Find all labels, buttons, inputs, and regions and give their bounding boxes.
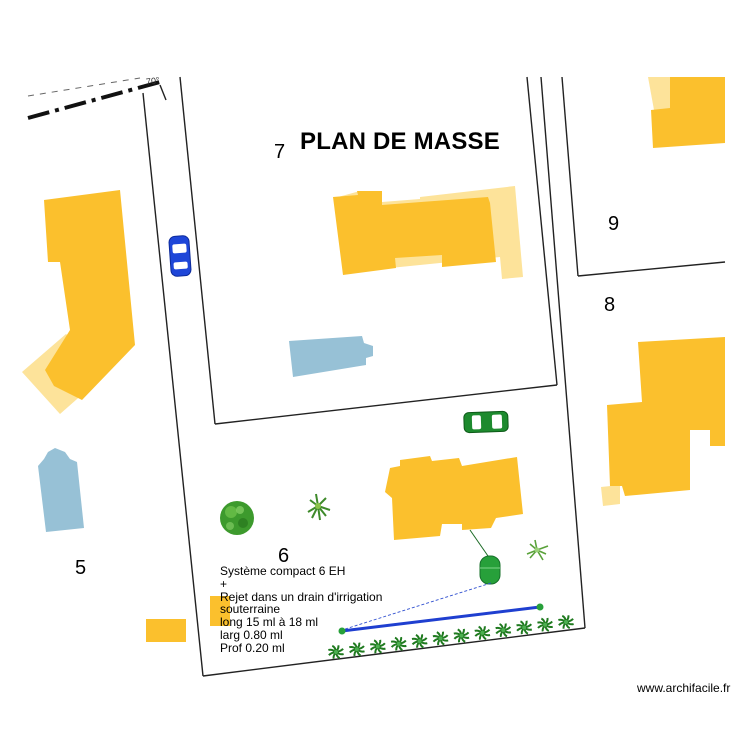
pool-lot-7: [289, 336, 373, 377]
shrub-1: [307, 493, 331, 521]
note-line: Système compact 6 EH: [220, 564, 346, 578]
house-lot-6: [385, 456, 523, 540]
lot-number-5: 5: [75, 557, 87, 579]
lot-number-9: 9: [608, 213, 620, 235]
palm-plant: [537, 617, 553, 632]
house-lot-7: [333, 186, 523, 279]
garage-lot-5: [146, 619, 186, 642]
palm-plant: [432, 631, 449, 646]
septic-tank: [469, 529, 501, 585]
palm-plant: [453, 628, 470, 643]
house-lot-9: [648, 77, 725, 148]
sanitation-note: Système compact 6 EH + Rejet dans un dra…: [220, 565, 382, 655]
palm-plant: [390, 636, 407, 651]
palm-plant: [495, 623, 512, 638]
boundary-line: [27, 77, 161, 120]
shrub-2: [526, 539, 549, 561]
blue-car: [168, 235, 192, 277]
lot-number-8: 8: [604, 294, 616, 316]
tree-round: [220, 501, 254, 535]
lot-lines: [142, 76, 726, 677]
page-title: PLAN DE MASSE: [300, 128, 500, 155]
palm-plant: [474, 625, 491, 641]
lot-number-6: 6: [278, 545, 290, 567]
lot-number-7: 7: [274, 141, 286, 163]
pool-lot-5: [38, 448, 84, 532]
palm-plant: [558, 614, 574, 630]
green-car: [463, 410, 509, 434]
palm-plant: [369, 639, 386, 654]
note-line: long 15 ml à 18 ml: [220, 615, 319, 630]
watermark: www.archifacile.fr: [637, 681, 731, 695]
palm-plant: [516, 620, 533, 635]
palm-plant: [349, 642, 365, 657]
irrigation-drain: [338, 603, 544, 635]
connection-dashed: [341, 582, 492, 631]
palm-plant: [411, 633, 428, 649]
palm-plant: [328, 644, 344, 660]
pools: [38, 336, 373, 532]
note-line: Prof 0.20 ml: [220, 640, 285, 655]
note-line: +: [220, 576, 228, 591]
shed-lot-6: [210, 596, 230, 626]
note-line: souterraine: [220, 602, 281, 617]
note-line: Rejet dans un drain d'irrigation: [220, 589, 383, 604]
note-line: larg 0.80 ml: [220, 627, 283, 642]
house-lot-8: [601, 337, 725, 506]
palm-hedge: [328, 614, 574, 660]
boundary-marker: 70°: [145, 75, 161, 87]
buildings: [22, 77, 725, 642]
house-lot-5: [22, 190, 135, 414]
